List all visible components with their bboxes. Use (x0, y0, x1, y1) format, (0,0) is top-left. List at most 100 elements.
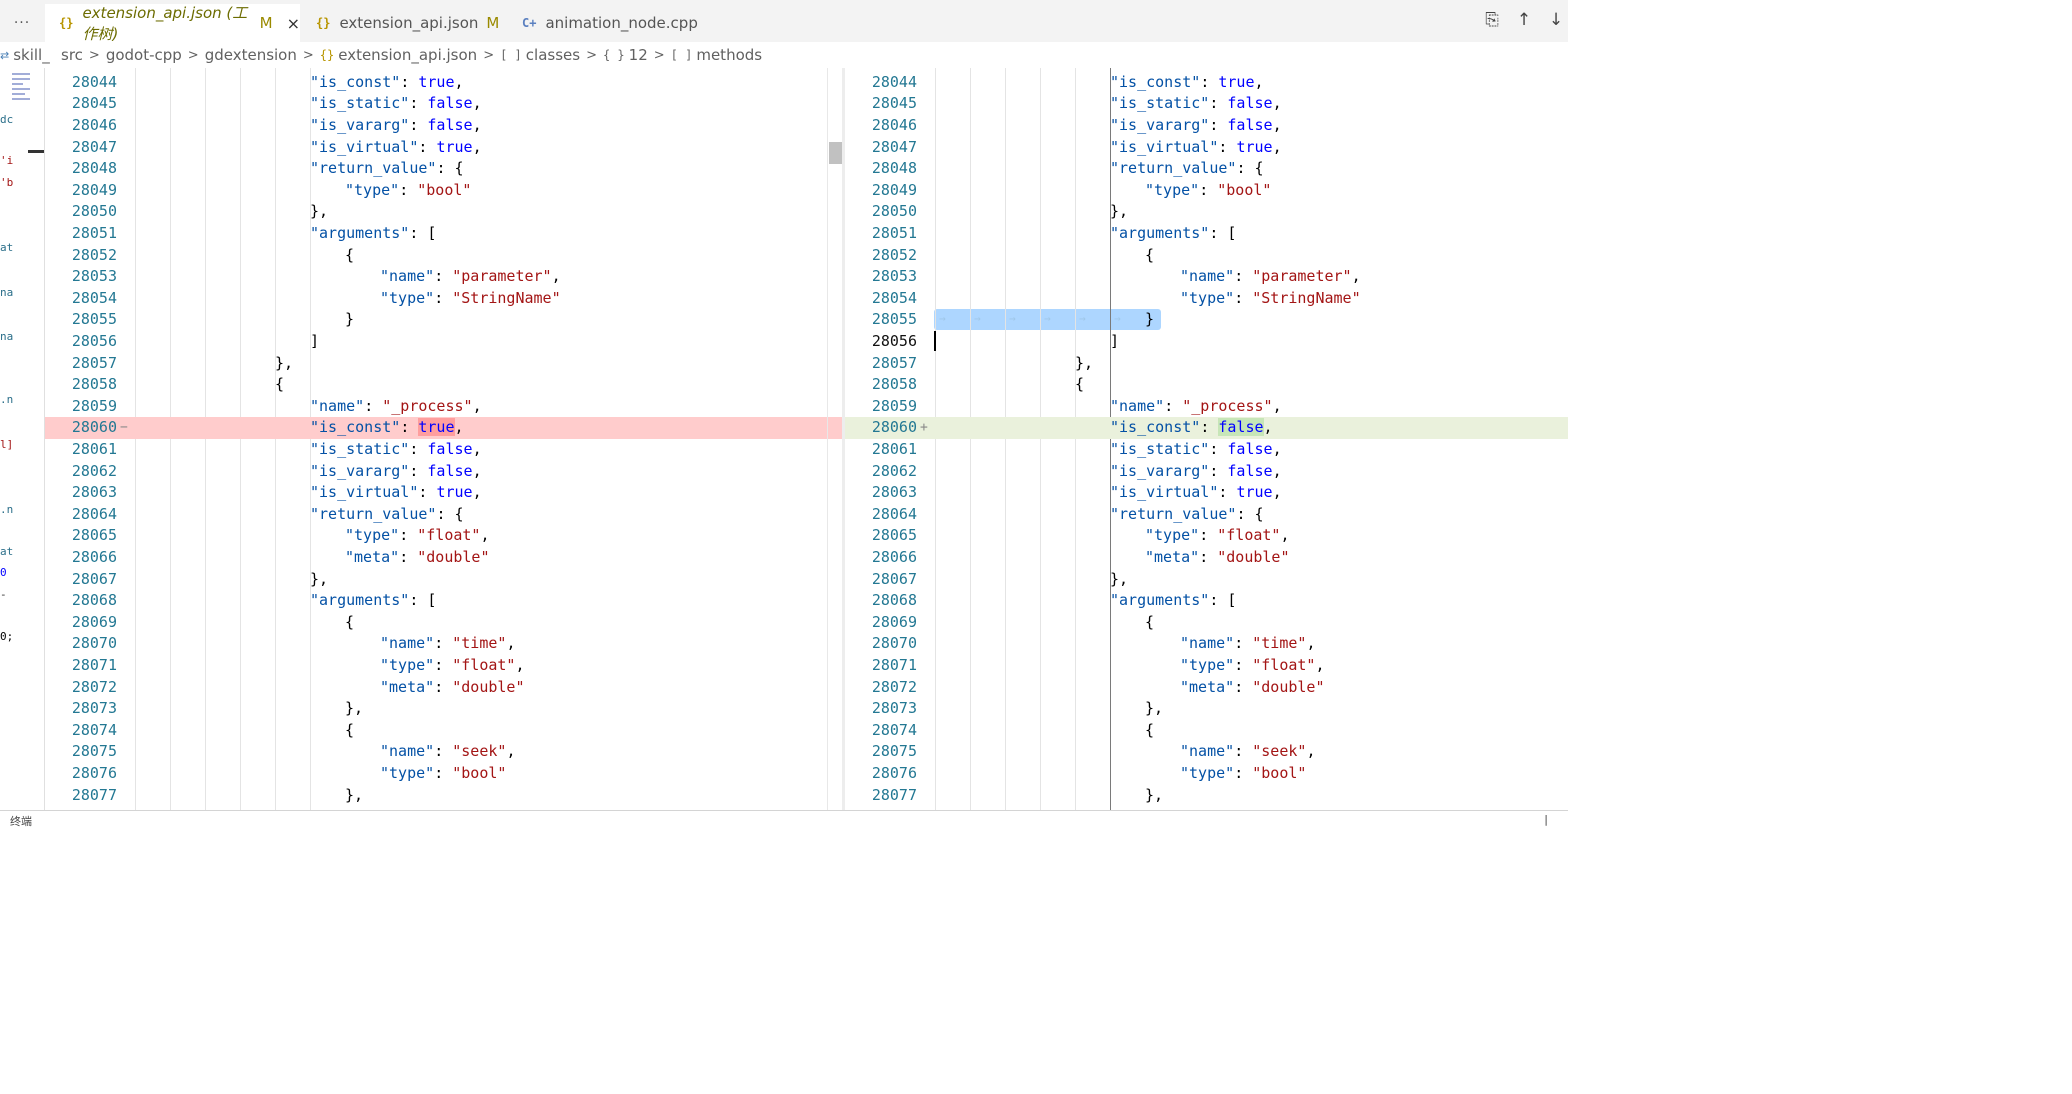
next-change-icon[interactable]: ↓ (1548, 10, 1564, 30)
code-text: "type": "StringName" (1180, 288, 1361, 307)
code-line: 28077}, (45, 785, 842, 807)
diff-original-pane[interactable]: 28044"is_const": true,28045 "is_static": … (45, 68, 842, 810)
code-text: "name": "time", (1180, 634, 1316, 653)
code-text: "type": "bool" (345, 180, 472, 199)
code-line: 28054"type": "StringName" (45, 288, 842, 310)
code-line: 28044"is_const": true, (45, 72, 842, 94)
code-line: 28066"meta": "double" (45, 547, 842, 569)
code-line: 28070"name": "time", (45, 633, 842, 655)
clipped-code-fragment: at (0, 545, 14, 558)
breadcrumb-item-methods[interactable]: [ ]methods (670, 46, 763, 64)
open-file-icon[interactable]: ⎘ (1485, 10, 1499, 30)
line-number: 28059 (871, 396, 917, 415)
clipped-code-fragment: - (0, 588, 7, 601)
scrollbar-thumb[interactable] (829, 142, 842, 164)
clipped-code-fragment: 0; (0, 630, 14, 643)
breadcrumb-item-src[interactable]: src (61, 46, 83, 64)
code-text: "meta": "double" (380, 677, 525, 696)
line-number: 28071 (71, 656, 117, 674)
line-number: 28072 (71, 677, 117, 696)
code-text: { (1145, 612, 1155, 631)
line-number: 28074 (871, 720, 917, 739)
chevron-right-icon: > (483, 47, 495, 63)
previous-change-icon[interactable]: ↑ (1516, 10, 1532, 30)
tab-animation-node[interactable]: C+ animation_node.cpp (508, 4, 708, 42)
line-number: 28054 (71, 288, 117, 307)
tab-label: extension_api.json (工作树) (82, 4, 248, 43)
code-text: "name": "parameter", (1180, 267, 1361, 286)
breadcrumb-item-file[interactable]: {}extension_api.json (319, 46, 478, 64)
chevron-right-icon: > (302, 47, 314, 63)
chevron-right-icon: > (586, 47, 597, 63)
line-number: 28067 (71, 569, 117, 588)
clipped-code-fragment: na (0, 286, 14, 299)
code-line: 28065"type": "float", (845, 525, 1568, 547)
tab-whitespace-icon: → (1079, 312, 1086, 326)
code-text: "arguments": [ (1110, 591, 1237, 610)
code-text: ] (310, 332, 320, 350)
line-number: 28071 (871, 656, 917, 674)
breadcrumb-item-12[interactable]: { }12 (602, 46, 648, 64)
code-line: 28048"return_value": { (845, 158, 1568, 180)
line-number: 28054 (871, 288, 917, 307)
tab-whitespace-icon: → (939, 312, 946, 326)
chevron-right-icon: > (88, 47, 100, 63)
breadcrumb-item-classes[interactable]: [ ]classes (500, 46, 581, 64)
original-pane-scrollbar[interactable] (827, 68, 842, 810)
added-line: 28060+"is_const": false, (845, 417, 1568, 439)
code-line: 28044"is_const": true, (845, 72, 1568, 94)
line-number: 28075 (71, 742, 117, 761)
code-text: "is_vararg": false, (310, 461, 482, 480)
line-number: 28063 (871, 483, 917, 502)
chevron-right-icon: > (187, 47, 199, 63)
added-marker-icon: + (920, 420, 928, 436)
chevron-right-icon: > (653, 47, 665, 63)
tab-extension-api-working-tree[interactable]: {} extension_api.json (工作树) M × (45, 4, 300, 43)
breadcrumb-item-godot-cpp[interactable]: godot-cpp (105, 46, 182, 64)
clipped-code-fragment: .n (0, 393, 14, 406)
close-icon[interactable]: × (286, 13, 300, 33)
code-text: { (345, 720, 355, 739)
whitespace-selection (934, 309, 1161, 331)
code-line: 28055} (45, 309, 842, 331)
line-number: 28053 (871, 267, 917, 286)
code-text: "name": "parameter", (380, 267, 561, 286)
code-text: "type": "float", (1145, 526, 1290, 545)
line-number: 28062 (71, 461, 117, 480)
code-text: }, (310, 202, 329, 221)
modified-badge: M (486, 14, 500, 32)
code-line: 28073}, (45, 698, 842, 720)
code-text: }, (1110, 569, 1129, 588)
panel-header: 终端 | (0, 810, 1568, 828)
code-line: 28071"type": "float", (45, 655, 842, 677)
tab-bar: ··· {} extension_api.json (工作树) M × {} e… (0, 0, 1568, 43)
code-text: } (1145, 310, 1155, 329)
diff-divider[interactable] (842, 68, 845, 810)
editor-actions: ⎘ ↑ ↓ (1482, 10, 1568, 30)
breadcrumb-item-gdextension[interactable]: gdextension (204, 46, 297, 64)
line-number: 28049 (871, 180, 917, 199)
terminal-tab[interactable]: 终端 (10, 815, 32, 828)
code-line: 28063"is_virtual": true, (845, 482, 1568, 504)
line-number: 28045 (71, 94, 117, 113)
code-line: 28052{ (845, 245, 1568, 267)
code-line: 28075"name": "seek", (45, 741, 842, 763)
more-actions-icon[interactable]: ··· (13, 15, 31, 31)
code-text: "is_const": false, (1110, 418, 1273, 437)
tab-whitespace-icon: → (1114, 312, 1121, 326)
diff-modified-pane[interactable]: 28044"is_const": true,28045"is_static": … (845, 68, 1568, 810)
line-number: 28056 (871, 332, 917, 350)
line-number: 28076 (871, 764, 917, 782)
tab-extension-api[interactable]: {} extension_api.json M (302, 4, 502, 42)
code-line: 28053"name": "parameter", (45, 266, 842, 288)
code-line: 28047"is_virtual": true, (845, 137, 1568, 159)
code-line: 28062"is_vararg": false, (845, 461, 1568, 483)
code-text: "is_static": false, (310, 94, 482, 113)
text-cursor (934, 331, 936, 351)
line-number: 28057 (871, 353, 917, 372)
line-number: 28045 (871, 94, 917, 113)
source-control-icon: ⇄ (0, 48, 10, 62)
line-number: 28074 (71, 720, 117, 739)
line-number: 28064 (871, 504, 917, 523)
clipped-code-fragment: at (0, 241, 14, 254)
